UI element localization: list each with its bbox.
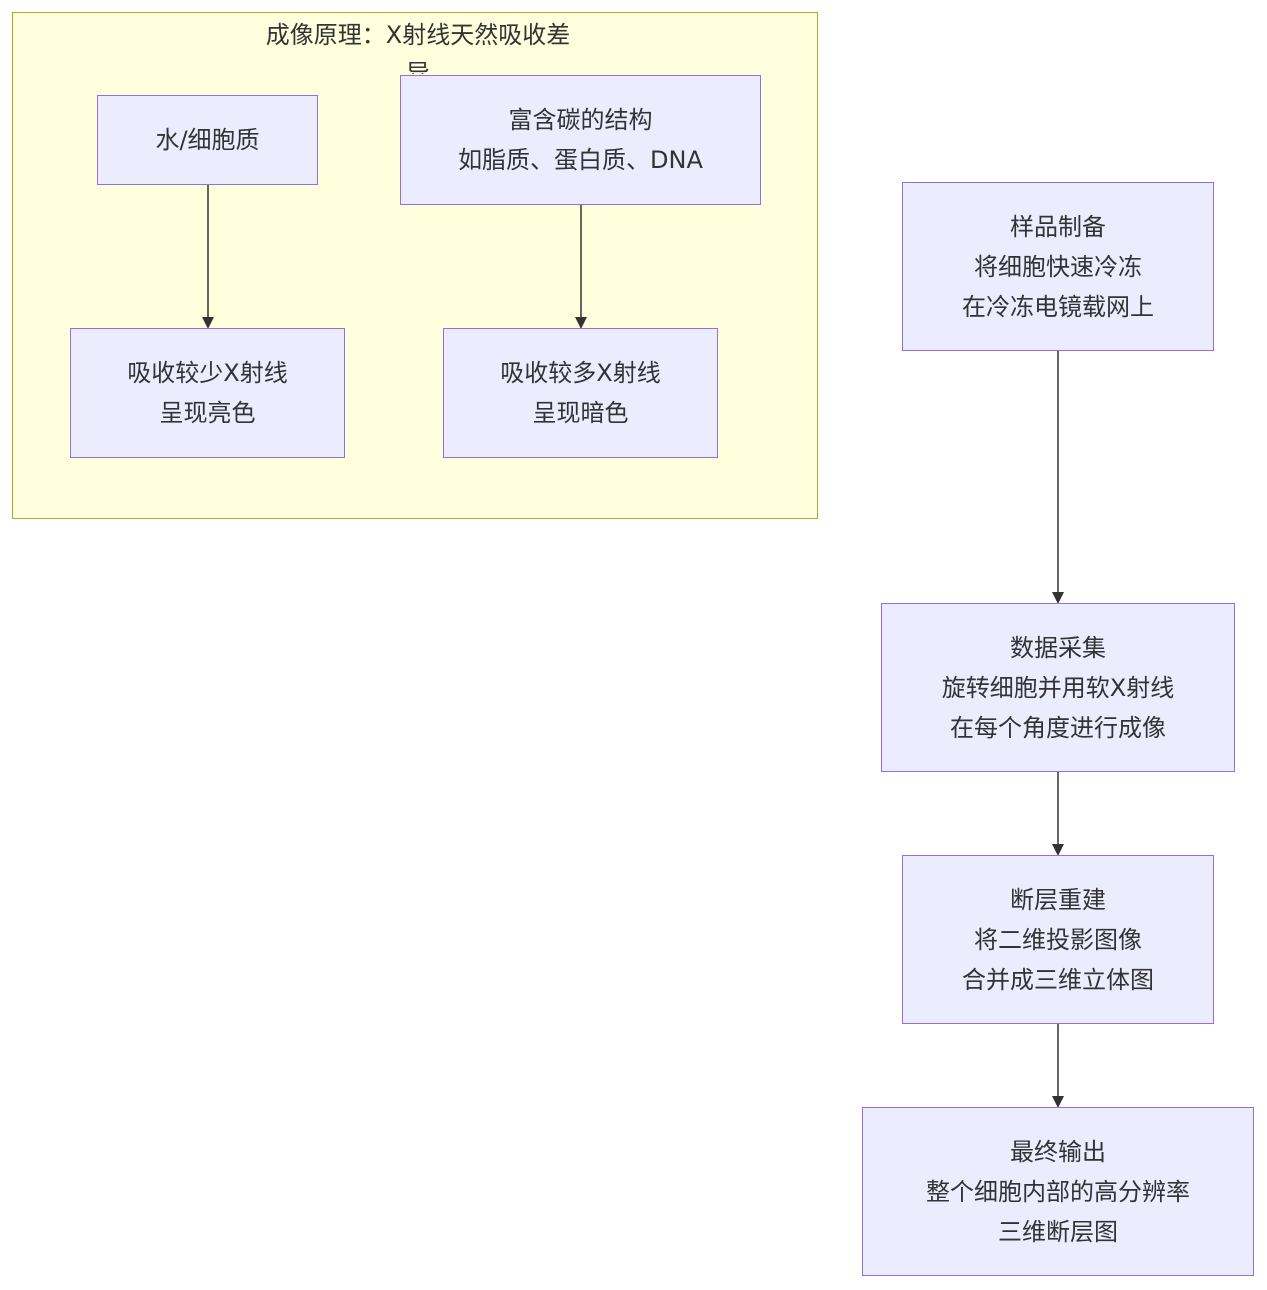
node-recon-line-2: 将二维投影图像: [974, 925, 1142, 954]
node-carbon-rich-structures: 富含碳的结构 如脂质、蛋白质、DNA: [400, 75, 761, 205]
node-tomographic-reconstruction: 断层重建 将二维投影图像 合并成三维立体图: [902, 855, 1214, 1024]
node-prep-line-3: 在冷冻电镜载网上: [962, 292, 1154, 321]
node-carbon-line-2: 如脂质、蛋白质、DNA: [458, 146, 703, 174]
node-collect-line-3: 在每个角度进行成像: [950, 713, 1166, 742]
node-less-absorb-line-1: 吸收较少X射线: [127, 359, 288, 387]
node-more-absorb-line-1: 吸收较多X射线: [500, 359, 661, 387]
node-more-absorb-line-2: 呈现暗色: [532, 399, 629, 427]
node-water-line-1: 水/细胞质: [155, 126, 260, 154]
node-recon-line-3: 合并成三维立体图: [962, 965, 1154, 994]
node-output-line-1: 最终输出: [1010, 1137, 1106, 1166]
node-prep-line-2: 将细胞快速冷冻: [974, 252, 1142, 281]
node-output-line-2: 整个细胞内部的高分辨率: [926, 1177, 1190, 1206]
node-water-cytoplasm: 水/细胞质: [97, 95, 318, 185]
node-more-absorption: 吸收较多X射线 呈现暗色: [443, 328, 718, 458]
node-collect-line-2: 旋转细胞并用软X射线: [941, 673, 1175, 702]
node-output-line-3: 三维断层图: [998, 1217, 1118, 1246]
node-carbon-line-1: 富含碳的结构: [508, 106, 653, 134]
node-collect-line-1: 数据采集: [1010, 633, 1106, 662]
node-data-collection: 数据采集 旋转细胞并用软X射线 在每个角度进行成像: [881, 603, 1235, 772]
node-final-output: 最终输出 整个细胞内部的高分辨率 三维断层图: [862, 1107, 1254, 1276]
node-recon-line-1: 断层重建: [1010, 885, 1106, 914]
node-less-absorption: 吸收较少X射线 呈现亮色: [70, 328, 345, 458]
subgraph-title: 成像原理：X射线天然吸收差异: [265, 21, 571, 74]
node-less-absorb-line-2: 呈现亮色: [159, 399, 256, 427]
node-prep-line-1: 样品制备: [1010, 212, 1106, 241]
node-sample-preparation: 样品制备 将细胞快速冷冻 在冷冻电镜载网上: [902, 182, 1214, 351]
